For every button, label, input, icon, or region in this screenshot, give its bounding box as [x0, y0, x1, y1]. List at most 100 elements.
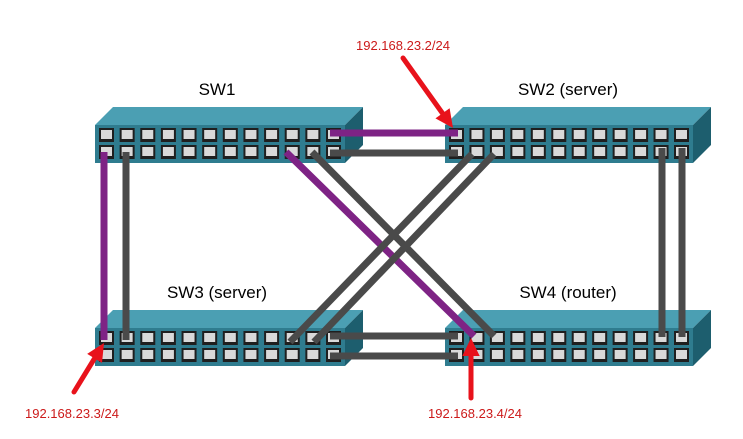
port-socket [183, 130, 195, 139]
port-socket [512, 350, 524, 359]
port-socket [162, 147, 174, 156]
port-socket [635, 350, 647, 359]
sw3-front-face [95, 328, 345, 366]
port-socket [491, 147, 503, 156]
arrow-head [435, 108, 453, 128]
port-socket [512, 333, 524, 342]
port-socket [676, 333, 687, 342]
port-socket [224, 130, 236, 139]
links-layer [100, 129, 686, 360]
port-socket [307, 333, 319, 342]
port-socket [635, 130, 647, 139]
port-socket [286, 130, 298, 139]
port-socket [594, 350, 606, 359]
port-socket [142, 350, 154, 359]
port-socket [614, 333, 626, 342]
ip-label-sw3: 192.168.23.3/24 [25, 406, 119, 421]
port-socket [307, 130, 319, 139]
port-socket [183, 147, 195, 156]
port-socket [532, 350, 544, 359]
port-socket [101, 130, 112, 139]
link-sw1-sw4-purple [283, 149, 477, 339]
port-socket [183, 350, 195, 359]
sw3-switch [95, 310, 363, 366]
arrow-head [87, 343, 104, 363]
port-socket [573, 130, 585, 139]
sw1-switch [95, 107, 363, 163]
port-socket [471, 130, 483, 139]
port-socket [307, 350, 319, 359]
arrow-head [462, 338, 480, 357]
port-socket [635, 147, 647, 156]
port-socket [655, 350, 667, 359]
port-socket [121, 350, 133, 359]
port-socket [594, 130, 606, 139]
port-socket [204, 130, 216, 139]
ip-label-sw4: 192.168.23.4/24 [428, 406, 522, 421]
sw3-arrow-icon [71, 343, 104, 395]
port-socket [183, 333, 195, 342]
sw1-front-face [95, 125, 345, 163]
port-socket [142, 333, 154, 342]
port-socket [121, 147, 133, 156]
sw3-top-face [95, 310, 363, 328]
port-socket [204, 333, 216, 342]
port-socket [142, 147, 154, 156]
port-socket [512, 130, 524, 139]
sw4-switch [445, 310, 711, 366]
port-socket [266, 130, 278, 139]
sw1-label: SW1 [199, 80, 236, 99]
port-socket [224, 350, 236, 359]
port-socket [142, 130, 154, 139]
port-socket [245, 333, 257, 342]
port-socket [286, 147, 298, 156]
port-socket [162, 350, 174, 359]
port-socket [224, 147, 236, 156]
port-socket [532, 333, 544, 342]
sw1-top-face [95, 107, 363, 125]
port-socket [266, 350, 278, 359]
port-socket [204, 350, 216, 359]
sw4-front-face [445, 328, 693, 366]
port-socket [614, 130, 626, 139]
port-socket [162, 333, 174, 342]
port-socket [491, 130, 503, 139]
port-socket [266, 147, 278, 156]
port-socket [471, 333, 483, 342]
sw4-label: SW4 (router) [519, 283, 616, 302]
sw4-arrow-icon [462, 338, 480, 401]
port-socket [101, 350, 112, 359]
port-socket [655, 333, 667, 342]
sw2-switch [445, 107, 711, 163]
port-socket [121, 130, 133, 139]
port-socket [266, 333, 278, 342]
link-sw2-sw3-gray [287, 151, 475, 345]
port-socket [162, 130, 174, 139]
ip-label-sw2: 192.168.23.2/24 [356, 38, 450, 53]
port-socket [614, 147, 626, 156]
port-socket [553, 147, 565, 156]
port-socket [512, 147, 524, 156]
sw4-side-face [693, 310, 711, 366]
port-socket [224, 333, 236, 342]
port-socket [532, 147, 544, 156]
sw4-top-face [445, 310, 711, 328]
port-socket [594, 147, 606, 156]
port-socket [553, 333, 565, 342]
port-socket [594, 333, 606, 342]
sw3-label: SW3 (server) [167, 283, 267, 302]
port-socket [553, 350, 565, 359]
port-socket [655, 130, 667, 139]
port-socket [491, 350, 503, 359]
port-socket [614, 350, 626, 359]
sw2-arrow-icon [400, 55, 453, 128]
port-socket [471, 147, 483, 156]
port-socket [553, 130, 565, 139]
port-socket [635, 333, 647, 342]
port-socket [286, 350, 298, 359]
port-socket [573, 147, 585, 156]
port-socket [676, 350, 687, 359]
arrow-shaft [400, 55, 449, 121]
port-socket [676, 130, 687, 139]
